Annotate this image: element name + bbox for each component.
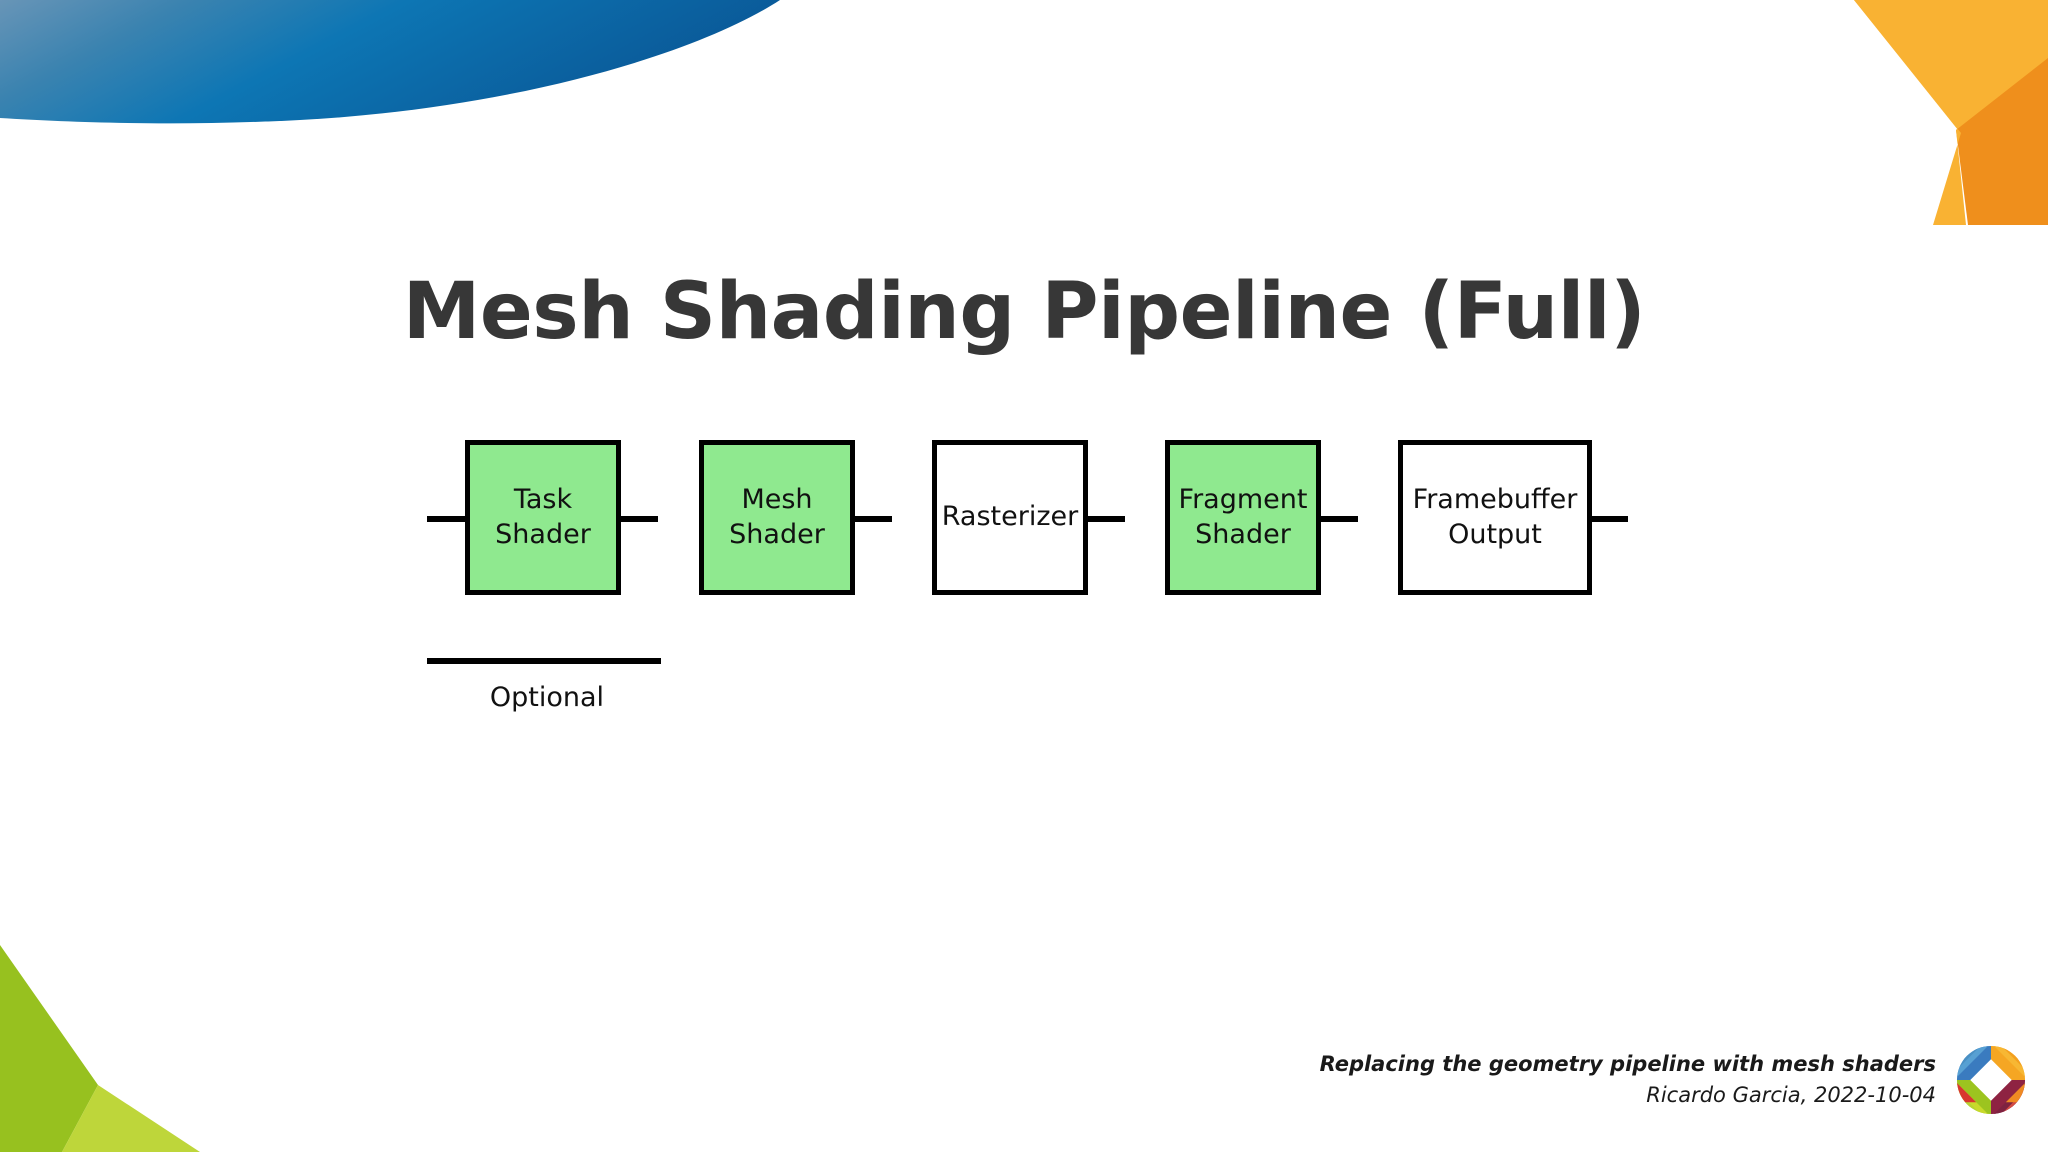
stage-label-line2: Shader [495, 518, 591, 550]
footer-talk-title: Replacing the geometry pipeline with mes… [1319, 1052, 1936, 1077]
footer: Replacing the geometry pipeline with mes… [1320, 1049, 1936, 1110]
igalia-logo [1956, 1045, 2026, 1115]
green-triangles-shape [0, 945, 200, 1152]
page-title: Mesh Shading Pipeline (Full) [402, 267, 1646, 357]
optional-legend-label: Optional [489, 682, 605, 713]
stage-label-line1: Task [513, 483, 573, 515]
optional-underline [427, 658, 661, 664]
blue-wave-shape [0, 0, 780, 124]
stage-label-line1: Fragment [1178, 483, 1308, 515]
pipeline-stage-rasterizer[interactable]: Rasterizer [932, 440, 1088, 595]
footer-author-date: Ricardo Garcia, 2022-10-04 [1646, 1082, 1936, 1107]
stage-label-line2: Shader [729, 518, 825, 550]
stage-label-line2: Shader [1195, 518, 1291, 550]
stage-label-line1: Mesh [741, 483, 813, 515]
pipeline-diagram: Task Shader Mesh Shader Rasterizer Fragm… [427, 440, 1632, 600]
optional-legend: Optional [427, 658, 667, 713]
stage-label-line1: Rasterizer [941, 501, 1079, 533]
pipeline-stage-mesh-shader[interactable]: Mesh Shader [699, 440, 855, 595]
pipeline-input-connector [427, 516, 467, 522]
pipeline-stage-fragment-shader[interactable]: Fragment Shader [1165, 440, 1321, 595]
stage-label-line2: Output [1448, 518, 1542, 550]
pipeline-stage-framebuffer-output[interactable]: Framebuffer Output [1398, 440, 1592, 595]
pipeline-connector-3 [1085, 516, 1125, 522]
pipeline-output-connector [1588, 516, 1628, 522]
stage-label-line1: Framebuffer [1412, 483, 1578, 515]
pipeline-connector-2 [852, 516, 892, 522]
pipeline-connector-4 [1318, 516, 1358, 522]
pipeline-stage-task-shader[interactable]: Task Shader [465, 440, 621, 595]
orange-triangles-shape [1854, 0, 2048, 225]
pipeline-connector-1 [618, 516, 658, 522]
